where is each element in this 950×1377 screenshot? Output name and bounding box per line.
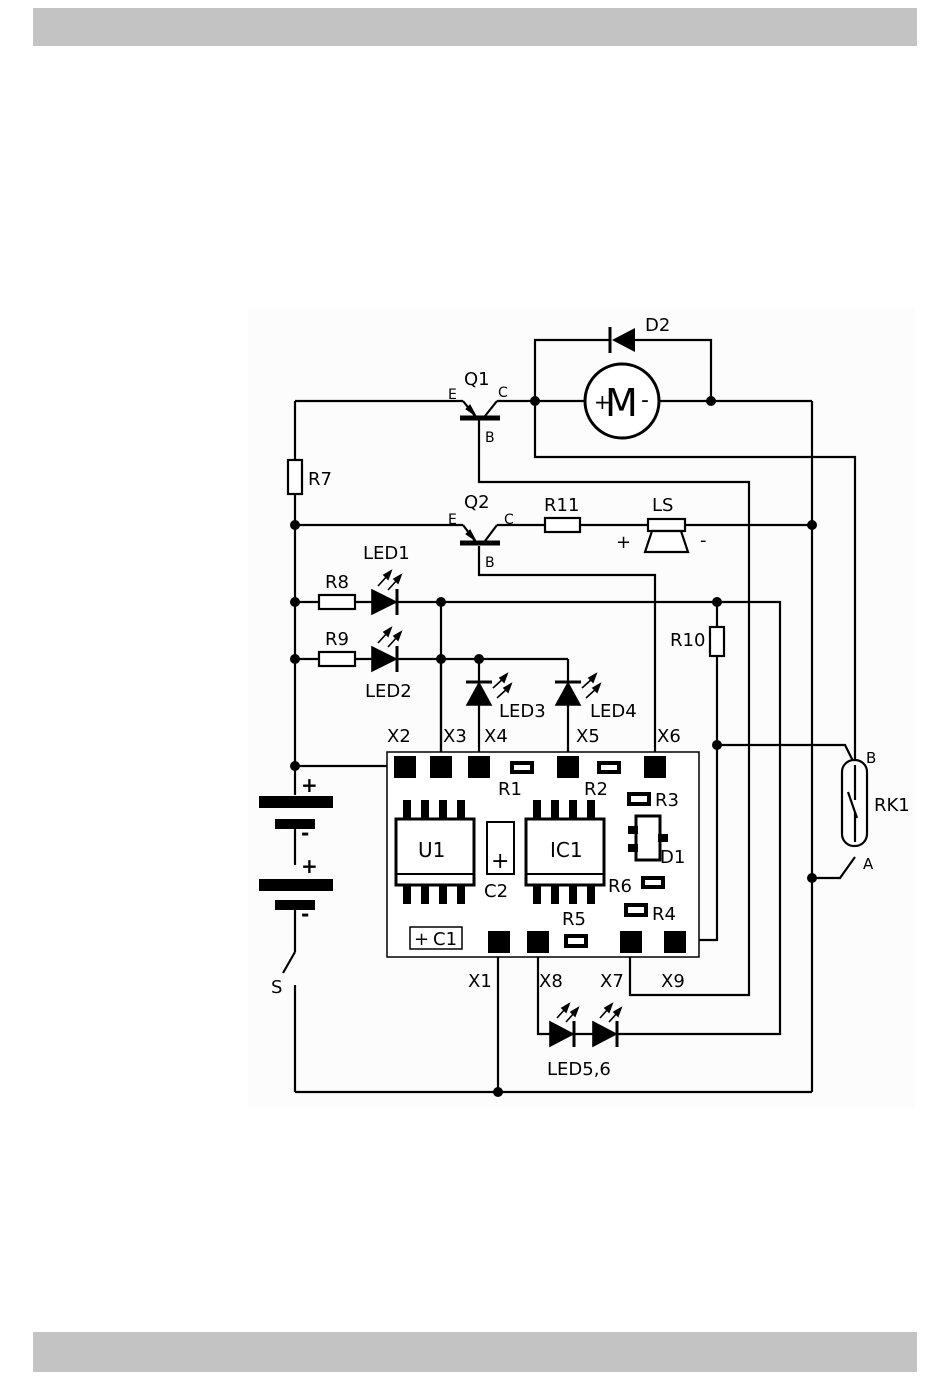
label-bat1-minus: - xyxy=(301,821,309,845)
label-x3: X3 xyxy=(443,726,467,747)
label-q1: Q1 xyxy=(464,369,490,390)
label-x6: X6 xyxy=(657,726,681,747)
svg-text:-: - xyxy=(641,388,649,413)
label-rk1-b: B xyxy=(866,749,876,767)
label-bat2-plus: + xyxy=(301,854,318,878)
label-r2: R2 xyxy=(584,779,608,800)
label-led4: LED4 xyxy=(590,701,637,722)
label-led56: LED5,6 xyxy=(547,1059,611,1080)
label-c1: C1 xyxy=(433,929,457,950)
label-r3: R3 xyxy=(655,790,679,811)
speaker xyxy=(645,519,688,552)
label-x2: X2 xyxy=(387,726,411,747)
label-bat2-minus: - xyxy=(301,902,309,926)
label-x5: X5 xyxy=(576,726,600,747)
label-q2-b: B xyxy=(485,555,495,571)
r8-resistor xyxy=(319,595,355,609)
r10-resistor xyxy=(710,627,724,656)
label-r6: R6 xyxy=(608,876,632,897)
label-led3: LED3 xyxy=(499,701,546,722)
label-q1-b: B xyxy=(485,430,495,446)
label-c1-plus: + xyxy=(414,929,429,950)
label-r5: R5 xyxy=(562,909,586,930)
figure-background xyxy=(248,308,915,1108)
r7-resistor xyxy=(288,460,302,494)
label-c2: C2 xyxy=(484,881,508,902)
motor: + M - xyxy=(585,364,659,438)
label-r1: R1 xyxy=(498,779,522,800)
label-rk1-a: A xyxy=(863,855,874,873)
label-r10: R10 xyxy=(670,630,705,651)
label-q1-c: C xyxy=(498,385,508,401)
label-bat1-plus: + xyxy=(301,773,318,797)
label-x7: X7 xyxy=(600,971,624,992)
rk1-reed-contact xyxy=(842,760,867,846)
label-ic1: IC1 xyxy=(550,838,583,862)
label-x1: X1 xyxy=(468,971,492,992)
label-ls: LS xyxy=(652,495,673,516)
label-x8: X8 xyxy=(539,971,563,992)
label-x9: X9 xyxy=(661,971,685,992)
svg-text:M: M xyxy=(605,381,638,425)
label-q2-e: E xyxy=(448,512,457,528)
label-r9: R9 xyxy=(325,629,349,650)
label-q1-e: E xyxy=(448,387,457,403)
label-led1: LED1 xyxy=(363,543,410,564)
label-led2: LED2 xyxy=(365,681,412,702)
label-switch: S xyxy=(271,977,282,998)
c2-plus: + xyxy=(491,849,509,874)
label-rk1: RK1 xyxy=(874,795,910,816)
label-r11: R11 xyxy=(544,495,579,516)
label-ls-plus: + xyxy=(616,532,631,553)
r9-resistor xyxy=(319,652,355,666)
label-u1: U1 xyxy=(418,838,445,862)
label-x4: X4 xyxy=(484,726,508,747)
label-ls-minus: - xyxy=(700,530,707,551)
label-r4: R4 xyxy=(652,904,676,925)
label-q2-c: C xyxy=(504,512,514,528)
label-q2: Q2 xyxy=(464,492,490,513)
r11-resistor xyxy=(545,518,580,532)
label-d1: D1 xyxy=(660,847,685,868)
label-r8: R8 xyxy=(325,572,349,593)
label-r7: R7 xyxy=(308,469,332,490)
label-d2: D2 xyxy=(645,315,670,336)
